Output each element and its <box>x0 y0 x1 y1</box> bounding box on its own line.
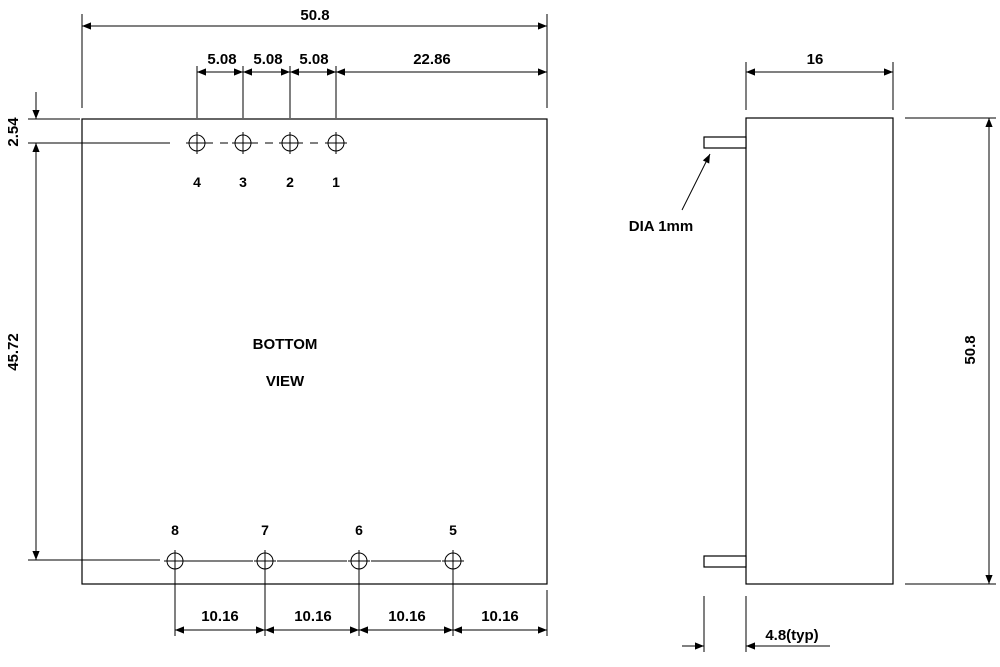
dim-bottom-pitch-4: 10.16 <box>481 608 519 625</box>
pin-label-5: 5 <box>449 522 457 538</box>
pin-label-6: 6 <box>355 522 363 538</box>
pin-7: 7 <box>254 522 276 572</box>
dim-top-pitch-3: 5.08 <box>299 51 328 68</box>
dim-top-pitch-1: 5.08 <box>207 51 236 68</box>
pin-label-7: 7 <box>261 522 269 538</box>
dim-left: 2.54 45.72 <box>5 92 170 561</box>
pin-label-8: 8 <box>171 522 179 538</box>
dim-bottom-pitch: 10.16 10.16 10.16 10.16 <box>174 572 548 636</box>
dim-bottom-pitch-3: 10.16 <box>388 608 426 625</box>
pin-label-1: 1 <box>332 174 340 190</box>
dim-left-height: 45.72 <box>5 333 22 371</box>
dim-side-width: 16 <box>745 51 894 110</box>
pin-diameter-text: DIA 1mm <box>629 218 693 235</box>
dim-top-pitch-2: 5.08 <box>253 51 282 68</box>
side-pin-top <box>703 136 747 149</box>
dim-side-height: 50.8 <box>905 117 996 585</box>
bottom-view: 50.8 5.08 5.08 5.08 22.86 2.54 45. <box>5 7 548 636</box>
pin-length-text: 4.8(typ) <box>765 627 818 644</box>
dim-side-width-text: 16 <box>807 51 824 68</box>
pin-label-2: 2 <box>286 174 294 190</box>
pin-label-4: 4 <box>193 174 201 190</box>
side-view: 16 50.8 DIA 1mm 4.8(typ) <box>629 51 996 652</box>
module-outline-bottom <box>81 118 548 585</box>
dim-bottom-pitch-2: 10.16 <box>294 608 332 625</box>
bottom-view-title-line2: VIEW <box>266 373 305 390</box>
pin-3: 3 <box>232 132 254 190</box>
side-pin-bottom <box>703 555 747 568</box>
bottom-view-title-line1: BOTTOM <box>253 336 318 353</box>
bottom-pins: 8 7 6 5 <box>164 522 464 572</box>
module-outline-side <box>745 117 894 585</box>
dim-side-height-text: 50.8 <box>962 335 979 364</box>
pin-2: 2 <box>279 132 301 190</box>
pin-6: 6 <box>348 522 370 572</box>
dim-left-top: 2.54 <box>5 117 22 147</box>
dim-top-pitch: 5.08 5.08 5.08 22.86 <box>196 51 548 118</box>
pin-1: 1 <box>325 132 347 190</box>
pin-8: 8 <box>164 522 186 572</box>
pin-diameter-callout: DIA 1mm <box>629 153 711 235</box>
pin-4: 4 <box>186 132 208 190</box>
top-pins: 4 3 2 1 <box>186 132 347 190</box>
dim-bottom-pitch-1: 10.16 <box>201 608 239 625</box>
dim-width-text: 50.8 <box>300 7 329 24</box>
pin-label-3: 3 <box>239 174 247 190</box>
dim-top-right: 22.86 <box>413 51 451 68</box>
dim-pin-length: 4.8(typ) <box>682 596 830 652</box>
pin-5: 5 <box>442 522 464 572</box>
